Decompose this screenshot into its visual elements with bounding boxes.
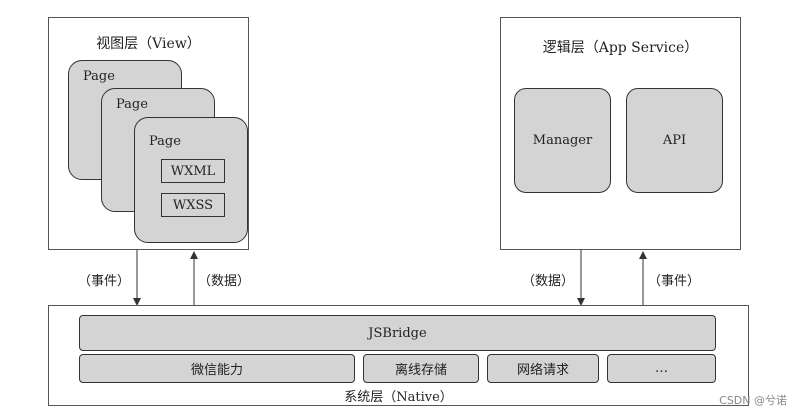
view-layer-title: 视图层（View） [96, 36, 201, 52]
page-card-front: Page WXML WXSS [134, 117, 248, 243]
page-label: Page [116, 97, 148, 112]
api-module: API [626, 88, 723, 193]
view-data-label: （数据） [198, 274, 251, 289]
logic-data-label: （数据） [522, 274, 575, 289]
capability-wechat: 微信能力 [79, 354, 355, 383]
jsbridge-bar: JSBridge [79, 315, 716, 351]
logic-event-label: （事件） [648, 274, 701, 289]
page-label: Page [149, 134, 181, 149]
capability-offline-storage: 离线存储 [363, 354, 479, 383]
watermark: CSDN @兮诺 [719, 394, 787, 407]
view-event-label: （事件） [78, 274, 131, 289]
wxss-box: WXSS [161, 193, 225, 217]
capability-more: … [607, 354, 716, 383]
wxml-box: WXML [161, 159, 225, 183]
capability-network-request: 网络请求 [487, 354, 599, 383]
page-label: Page [83, 69, 115, 84]
manager-module: Manager [514, 88, 611, 193]
logic-layer-title: 逻辑层（App Service） [542, 40, 699, 56]
system-layer-title: 系统层（Native） [344, 390, 453, 405]
